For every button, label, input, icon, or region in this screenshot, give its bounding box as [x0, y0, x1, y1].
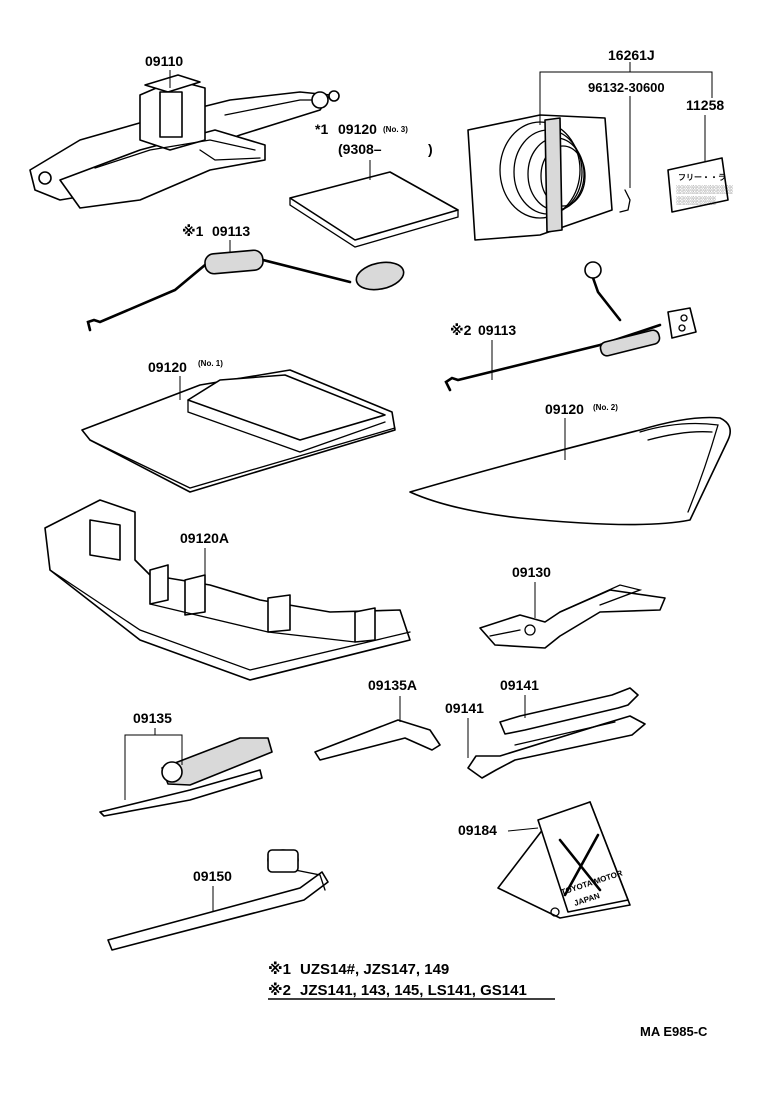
label-wrench-bar: 09135A	[368, 677, 417, 693]
legend-note1-mark: ※1	[268, 960, 291, 978]
handle2-illustration	[444, 261, 697, 392]
label-handle2-mark: ※2	[450, 322, 472, 338]
label-wrench-a: 09141	[500, 677, 539, 693]
legend-note2-text: JZS141, 143, 145, LS141, GS141	[300, 982, 527, 999]
label-cover-no3-code: (9308–	[338, 141, 382, 157]
cover-no2-illustration	[409, 416, 731, 526]
label-cover-no3-mark: *1	[315, 121, 328, 137]
figure-code: MA E985-C	[640, 1024, 708, 1039]
label-screwdriver: 09135	[133, 710, 172, 726]
applicability-legend: ※1 UZS14#, JZS147, 149 ※2 JZS141, 143, 1…	[268, 960, 555, 1000]
label-cable-kit: 16261J	[608, 47, 655, 63]
label-tray: 09120A	[180, 530, 229, 546]
screwdriver-illustration	[99, 737, 273, 817]
legend-note2-mark: ※2	[268, 981, 291, 999]
label-handle1-mark: ※1	[182, 223, 204, 239]
label-triangle: 09184	[458, 822, 497, 838]
label-cover-no2-suffix: (No. 2)	[593, 403, 618, 412]
label-lug-wrench: 09150	[193, 868, 232, 884]
tray-illustration	[44, 499, 411, 681]
plate-line1: フリー・・ラ	[678, 173, 726, 182]
triangle-illustration: TOYOTA MOTOR JAPAN	[497, 801, 631, 919]
legend-note1-text: UZS14#, JZS147, 149	[300, 961, 449, 978]
label-jack: 09110	[145, 53, 183, 69]
plate-line3: ░░░░░░░	[676, 196, 716, 205]
handle1-illustration	[86, 249, 405, 332]
label-pliers: 09130	[512, 564, 551, 580]
jack-illustration	[29, 74, 340, 209]
plate-line2: ░░░░░░░░░░	[676, 185, 733, 194]
label-cover-no1-suffix: (No. 1)	[198, 359, 223, 368]
wrench-bar-illustration	[314, 719, 441, 761]
cable-kit-illustration	[467, 114, 631, 241]
wrench-a-illustration	[467, 687, 646, 779]
label-plate: 11258	[686, 97, 724, 113]
label-cover-no1: 09120	[148, 359, 187, 375]
label-handle1: 09113	[212, 223, 250, 239]
label-cover-no3-code-close: )	[428, 141, 433, 157]
lug-wrench-illustration	[107, 849, 329, 951]
pliers-illustration	[479, 584, 666, 649]
label-wrench-b: 09141	[445, 700, 484, 716]
cover-no1-illustration	[81, 369, 396, 493]
label-cover-no3: 09120	[338, 121, 377, 137]
label-cover-no2: 09120	[545, 401, 584, 417]
label-plate-illustration: フリー・・ラ ░░░░░░░░░░ ░░░░░░░	[667, 157, 733, 213]
label-clip: 96132-30600	[588, 80, 665, 95]
label-handle2: 09113	[478, 322, 516, 338]
cover-no3-illustration	[289, 171, 459, 248]
label-cover-no3-suffix: (No. 3)	[383, 125, 408, 134]
